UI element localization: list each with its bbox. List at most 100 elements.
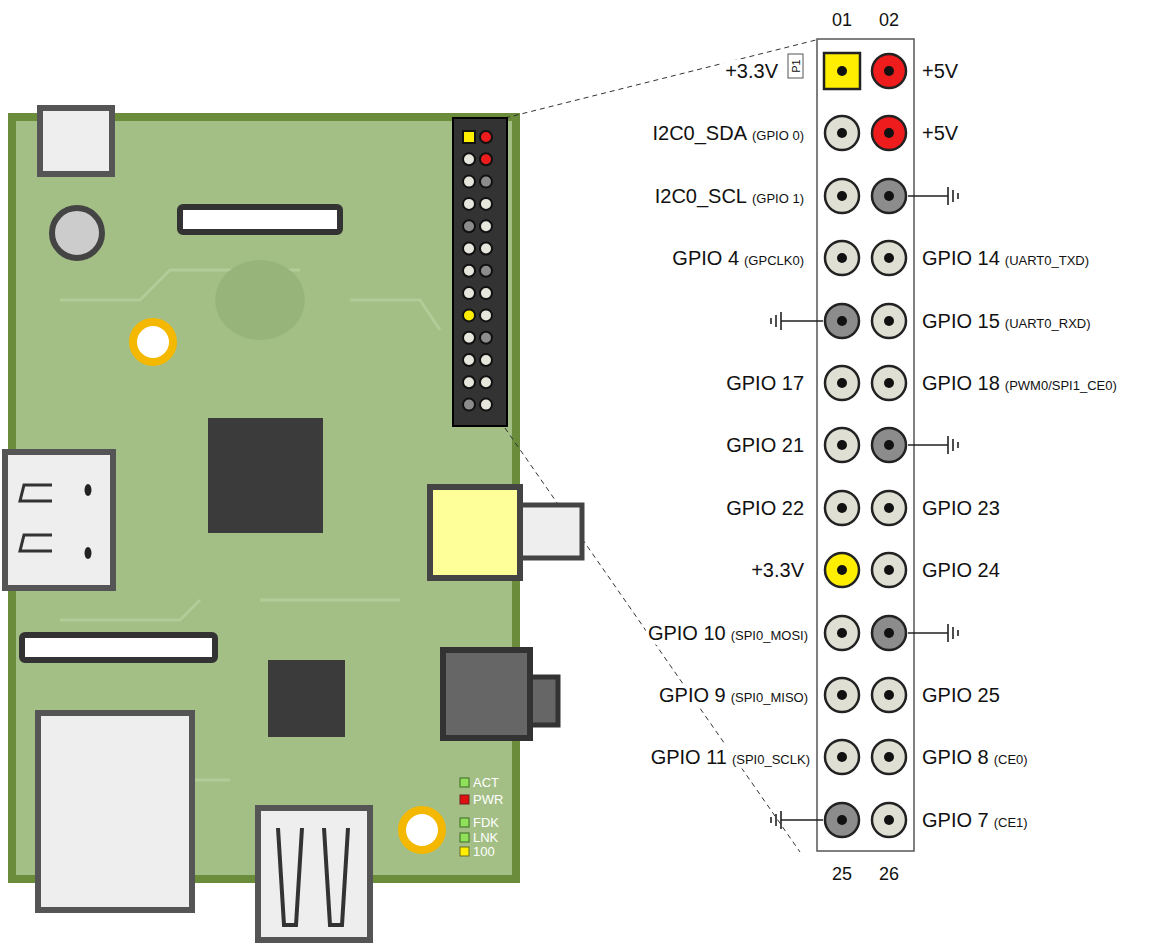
header-pin [825,428,859,462]
label-group: I2C0_SDA (GPIO 0) [650,122,806,145]
label-group: LNK [473,831,498,846]
header-pin [825,803,859,837]
label-group: 01 [830,10,854,31]
mounting-hole [133,322,173,362]
pin-label: GPIO 24 [922,559,1000,582]
pin-hole [884,628,894,638]
hdmi-icon [20,485,52,501]
board-pin [480,176,492,188]
pin-function: (SPI0_MOSI) [731,628,808,643]
status-led [460,795,469,804]
pin-hole [837,752,847,762]
hdmi-icon [85,484,92,496]
pin-label: I2C0_SCL [655,184,747,207]
header-pin [872,304,906,338]
header-pin [872,241,906,275]
board-pin [463,399,475,411]
label-group: ACT [473,776,499,791]
label-group: GPIO 18(PWM0/SPI1_CE0) [920,372,1119,395]
led-label: PWR [473,793,503,808]
soc-chip [208,418,323,533]
pinout-panel [817,39,914,851]
label-group: PWR [473,793,503,808]
board-pin [480,376,492,388]
zoom-line [505,40,816,118]
header-pin [825,304,859,338]
pin-function: (UART0_TXD) [1005,254,1089,269]
board-pin [463,131,475,143]
pin-hole [884,253,894,263]
pin-function: (CE1) [994,815,1028,830]
board-pin [480,309,492,321]
label-group: GPIO 25 [920,684,1002,707]
label-group: GPIO 23 [920,496,1002,519]
board-pin [480,153,492,165]
label-group: 100 [473,845,495,860]
pin-hole [884,191,894,201]
pin-hole [884,378,894,388]
board-pin [480,332,492,344]
header-pin [872,428,906,462]
header-pin [825,740,859,774]
status-led [460,847,469,856]
board-pin [480,354,492,366]
pin-label: GPIO 21 [726,434,804,457]
pin-hole [837,628,847,638]
pin-hole [837,378,847,388]
pin-hole [837,815,847,825]
pin-label: +5V [922,122,958,145]
ground-symbol [908,436,958,454]
pin-label: GPIO 10 [648,621,726,644]
pin-function: (GPIO 0) [752,129,804,144]
pin-number: 01 [832,10,852,31]
hdmi-icon [20,535,52,551]
pin-label: GPIO 15 [922,309,1000,332]
header-pin [872,740,906,774]
pin-function: (UART0_RXD) [1005,316,1091,331]
pin-label: I2C0_SDA [652,122,747,145]
label-group: GPIO 17 [724,372,806,395]
header-pin [872,491,906,525]
pin-hole [837,253,847,263]
label-group: GPIO 22 [724,496,806,519]
label-group: GPIO 15 (UART0_RXD) [920,309,1093,332]
pin-hole [884,316,894,326]
led-label: 100 [473,845,495,860]
board-pin [480,131,492,143]
board-pin [463,287,475,299]
display-connector [22,635,215,660]
label-group: 02 [877,10,901,31]
header-pin [824,53,860,89]
label-group: +3.3V [749,559,806,582]
header-name: P1 [789,59,802,72]
pin-label: GPIO 14 [922,247,1000,270]
status-led [460,833,469,842]
pin-hole [884,752,894,762]
label-group: GPIO 9(SPI0_MISO) [657,684,810,707]
pin-hole [837,503,847,513]
label-group: GPIO 11(SPI0_SCLK) [649,746,812,769]
pin-hole [837,440,847,450]
audio-jack [52,208,102,258]
board-pin [463,354,475,366]
pin-label: GPIO 9 [659,684,726,707]
board-pin [480,243,492,255]
pin-hole [837,565,847,575]
pin-function: (PWM0/SPI1_CE0) [1005,379,1117,394]
label-group: GPIO 10 (SPI0_MOSI) [646,621,810,644]
header-pin [825,616,859,650]
pin-number: 02 [879,10,899,31]
board-pin [463,198,475,210]
usb-icon [324,828,348,925]
board-pin [480,399,492,411]
board-trace [60,270,440,780]
pin-label: GPIO 8 [922,746,989,769]
ground-symbol [771,811,823,829]
pin-hole [884,815,894,825]
led-label: FDK [473,816,499,831]
pin-label: GPIO 23 [922,496,1000,519]
header-pin [872,179,906,213]
pin-label: GPIO 25 [922,684,1000,707]
board-pin [463,309,475,321]
camera-connector [40,108,112,174]
